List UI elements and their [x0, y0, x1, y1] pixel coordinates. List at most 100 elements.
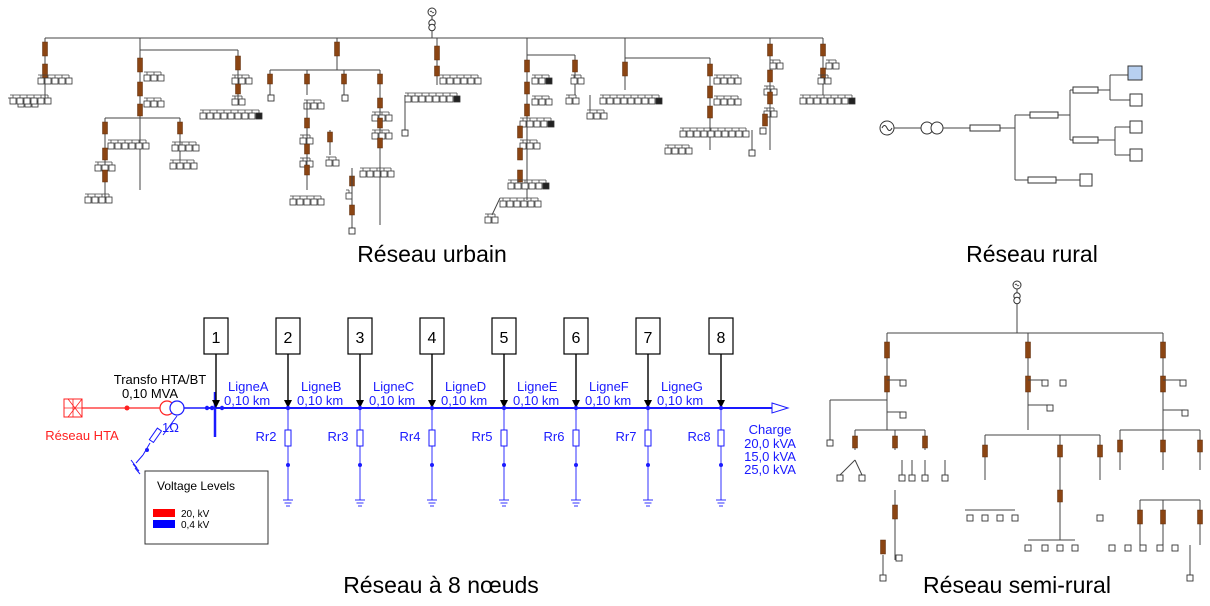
cable-segment [1160, 341, 1166, 359]
load-box [128, 142, 136, 150]
resistor-label-2: Rr2 [256, 429, 277, 444]
transfo-label-1: Transfo HTA/BT [114, 372, 207, 387]
load-box [600, 112, 608, 120]
grounding-resistor [148, 427, 163, 444]
load-box [190, 162, 198, 170]
cable-segment [880, 539, 886, 555]
load-box [176, 162, 184, 170]
load-box [528, 182, 536, 190]
cable-segment [1057, 489, 1063, 503]
load-box [707, 130, 715, 138]
legend-swatch-hv [153, 509, 175, 517]
wire [839, 459, 856, 476]
node-label-6: 6 [572, 330, 581, 347]
load-box [1186, 574, 1194, 582]
load-box [655, 97, 663, 105]
load-box [491, 216, 499, 224]
load-box [898, 474, 906, 482]
load-box [241, 112, 249, 120]
load-box [51, 77, 59, 85]
load-box [634, 97, 642, 105]
load-box [238, 98, 246, 106]
cable-segment [102, 147, 108, 161]
load-box [836, 474, 844, 482]
load-box [94, 164, 102, 172]
load-box [199, 112, 207, 120]
load-box [467, 77, 475, 85]
legend-swatch-lv [153, 520, 175, 528]
load-box [514, 182, 522, 190]
arrowhead [212, 400, 220, 408]
wire [854, 459, 863, 476]
load-box [1129, 93, 1143, 107]
cable-segment [1160, 439, 1166, 453]
load-box [593, 112, 601, 120]
semirural-network-diagram [826, 280, 1203, 582]
load-box [577, 77, 585, 85]
bus-node [204, 405, 210, 411]
ground-node [574, 463, 578, 467]
load-box [813, 97, 821, 105]
cable-segment [377, 137, 383, 149]
transformer-icon [428, 23, 436, 32]
cable-segment [377, 97, 383, 109]
cable-segment [884, 375, 890, 393]
load-box [157, 74, 165, 82]
cable-segment [235, 55, 241, 71]
load-box [921, 474, 929, 482]
resistor-label-8: Rc8 [687, 429, 710, 444]
legend-title: Voltage Levels [157, 479, 235, 493]
load-box [1181, 409, 1189, 417]
load-box [341, 94, 349, 102]
cable-segment [767, 91, 773, 105]
load-box [714, 130, 722, 138]
cable-segment [524, 81, 530, 95]
cable-segment [524, 103, 530, 117]
load-box [545, 98, 553, 106]
load-box [1024, 544, 1032, 552]
load-box [759, 127, 767, 135]
load-box [627, 97, 635, 105]
bus-node [209, 405, 215, 411]
load-box [231, 98, 239, 106]
load-box [1079, 173, 1093, 187]
cable-segment [377, 117, 383, 129]
load-box [91, 196, 99, 204]
load-box [728, 130, 736, 138]
cable-segment [304, 143, 310, 155]
load-box [825, 62, 833, 70]
load-box [248, 112, 256, 120]
line-element [1029, 111, 1059, 119]
ground-node [646, 463, 650, 467]
load-box [401, 129, 409, 137]
cable-segment [304, 117, 310, 129]
load-box [545, 77, 553, 85]
load-box [105, 196, 113, 204]
cable-segment [1025, 341, 1031, 359]
load-box [540, 120, 548, 128]
load-box [648, 97, 656, 105]
transformer-lv-icon [169, 400, 185, 416]
cable-segment [137, 103, 143, 117]
load-box [527, 200, 535, 208]
load-box [519, 142, 527, 150]
cable-segment [820, 43, 826, 57]
load-box [538, 77, 546, 85]
load-box [185, 144, 193, 152]
load-box [1129, 148, 1143, 162]
load-box [826, 439, 834, 447]
load-box [727, 77, 735, 85]
cable-segment [1097, 444, 1103, 458]
load-box [671, 147, 679, 155]
load-box [806, 97, 814, 105]
load-resistor [284, 429, 292, 447]
line-name-2: LigneB [301, 379, 341, 394]
wire [134, 467, 141, 475]
load-box [303, 198, 311, 206]
load-box [439, 77, 447, 85]
cable-segment [1160, 375, 1166, 393]
line-length-6: 0,10 km [585, 393, 631, 408]
load-box [446, 95, 454, 103]
load-resistor [644, 429, 652, 447]
load-box [98, 196, 106, 204]
